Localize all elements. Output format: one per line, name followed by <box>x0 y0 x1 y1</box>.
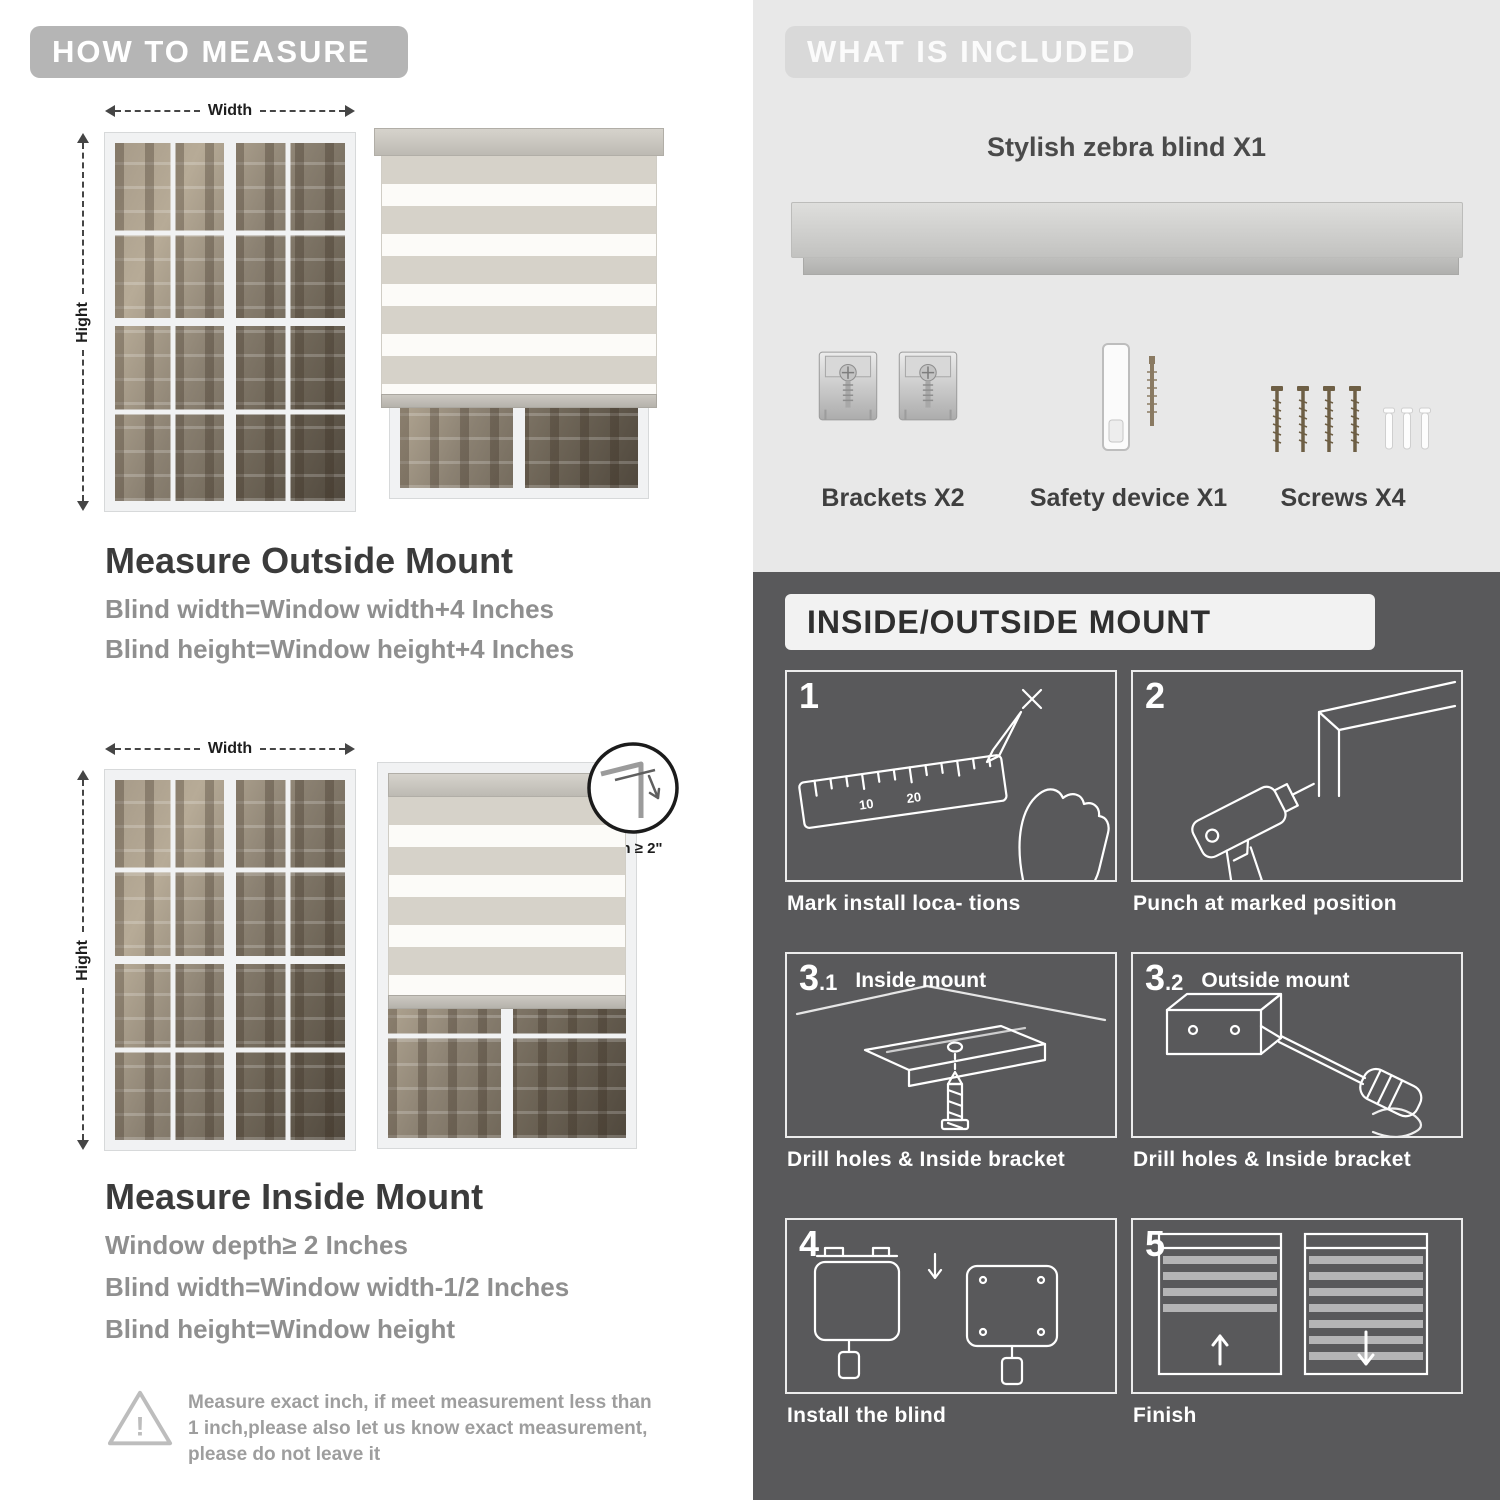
safety-device-icon <box>1071 340 1191 465</box>
window-outside-illustration <box>105 133 355 511</box>
step-panel-4: 4 <box>785 1218 1117 1394</box>
mount-instructions-section: INSIDE/OUTSIDE MOUNT 1 10 <box>753 572 1500 1500</box>
step-panel-5: 5 <box>1131 1218 1463 1394</box>
zebra-blind-outside-illustration <box>374 128 664 498</box>
brackets-label: Brackets X2 <box>821 484 965 512</box>
arrowhead-left-icon <box>105 105 115 117</box>
step-panel-3-2: 3.2 Outside mount <box>1131 952 1463 1138</box>
step-title: Outside mount <box>1201 968 1350 992</box>
height-dimension-arrow: Hight <box>74 133 92 511</box>
width-dimension-label: Width <box>207 102 253 119</box>
step-1-illustration: 10 20 <box>798 688 1110 880</box>
step-2-illustration <box>1191 680 1457 880</box>
step-number: 5 <box>1145 1223 1166 1264</box>
step-4-illustration <box>813 1246 1059 1386</box>
window-panes <box>115 780 345 1140</box>
outside-mount-line1: Blind width=Window width+4 Inches <box>105 594 554 624</box>
arrowhead-left-icon <box>105 743 115 755</box>
blind-fabric <box>388 797 626 995</box>
height-dimension-arrow-2: Hight <box>74 770 92 1150</box>
step-title: Inside mount <box>855 968 987 992</box>
blind-bottom-rail <box>388 995 626 1009</box>
safety-device-label: Safety device X1 <box>1029 484 1228 512</box>
arrowhead-down-icon <box>77 1140 89 1150</box>
outside-mount-line2: Blind height=Window height+4 Inches <box>105 634 575 664</box>
rail-face <box>791 202 1463 258</box>
outside-mount-title: Measure Outside Mount <box>105 540 514 581</box>
step-5-illustration <box>1157 1232 1429 1376</box>
step-3-1-illustration <box>795 984 1107 1131</box>
width-dimension-arrow-2: Width <box>105 740 355 758</box>
inside-mount-line3: Blind height=Window height <box>105 1314 455 1344</box>
zebra-blind-rail-figure <box>791 202 1463 275</box>
warning-triangle-icon: ! <box>106 1386 174 1450</box>
how-to-measure-header: HOW TO MEASURE <box>30 26 408 78</box>
step-5-caption: Finish <box>1133 1404 1197 1427</box>
screws-label: Screws X4 <box>1280 484 1406 512</box>
svg-text:20: 20 <box>906 789 922 806</box>
warning-text: Measure exact inch, if meet measurement … <box>188 1392 652 1466</box>
blind-fabric <box>381 156 657 394</box>
step-3-2-illustration <box>1165 992 1423 1136</box>
step-number: 3 <box>1145 957 1166 998</box>
width-dimension-label-2: Width <box>207 740 253 757</box>
step-2-caption: Punch at marked position <box>1133 892 1397 915</box>
step-3-2-caption: Drill holes & Inside bracket <box>1133 1148 1411 1171</box>
arrowhead-up-icon <box>77 133 89 143</box>
step-number: 2 <box>1145 675 1166 716</box>
step-4-caption: Install the blind <box>787 1404 947 1427</box>
width-dimension-arrow: Width <box>105 102 355 120</box>
zebra-blind-inside-illustration <box>378 763 636 1148</box>
step-1-caption: Mark install loca- tions <box>787 892 1021 915</box>
blind-headrail <box>388 773 626 797</box>
arrowhead-down-icon <box>77 501 89 511</box>
brackets-icon <box>815 346 971 426</box>
inside-mount-line1: Window depth≥ 2 Inches <box>105 1230 408 1260</box>
arrowhead-right-icon <box>345 743 355 755</box>
blind-bottom-rail <box>381 394 657 408</box>
screws-icon <box>1269 380 1437 480</box>
svg-text:10: 10 <box>858 796 874 813</box>
step-panel-1: 1 10 20 <box>785 670 1117 882</box>
what-is-included-section: WHAT IS INCLUDED Stylish zebra blind X1 <box>753 0 1500 572</box>
window-panes <box>115 143 345 501</box>
height-dimension-label-2: Hight <box>74 939 91 981</box>
arrowhead-up-icon <box>77 770 89 780</box>
window-inside-illustration <box>105 770 355 1150</box>
height-dimension-label: Hight <box>74 301 91 343</box>
step-number: 3 <box>799 957 820 998</box>
inside-mount-line2: Blind width=Window width-1/2 Inches <box>105 1272 570 1302</box>
inside-outside-mount-header: INSIDE/OUTSIDE MOUNT <box>785 594 1375 650</box>
arrowhead-right-icon <box>345 105 355 117</box>
svg-text:!: ! <box>135 1410 144 1441</box>
step-panel-2: 2 <box>1131 670 1463 882</box>
blind-product-label: Stylish zebra blind X1 <box>986 132 1267 162</box>
step-number: 1 <box>799 675 820 716</box>
rail-lip <box>803 258 1459 275</box>
what-is-included-header: WHAT IS INCLUDED <box>785 26 1191 78</box>
step-number: 4 <box>799 1223 820 1264</box>
blind-headrail <box>374 128 664 156</box>
step-panel-3-1: 3.1 Inside mount <box>785 952 1117 1138</box>
depth-magnifier-icon <box>585 740 681 836</box>
inside-mount-title: Measure Inside Mount <box>105 1176 484 1217</box>
step-3-1-caption: Drill holes & Inside bracket <box>787 1148 1065 1171</box>
